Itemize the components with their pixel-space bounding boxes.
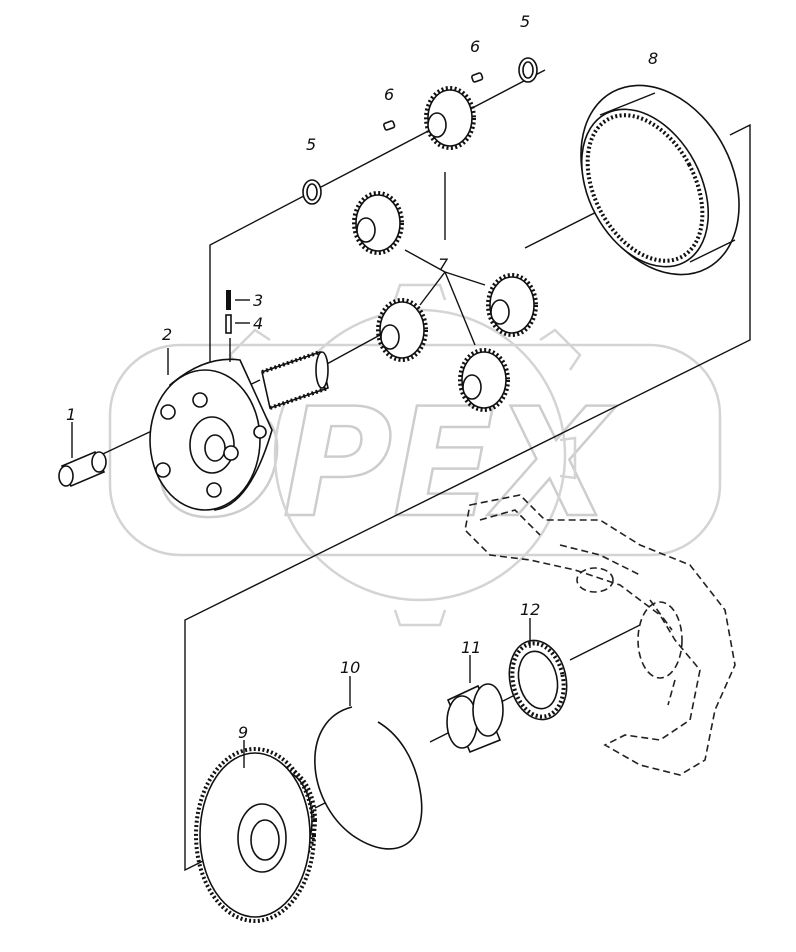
callout-9: 9 — [238, 723, 248, 742]
planet-carrier — [149, 338, 329, 511]
callout-5-right: 5 — [520, 12, 530, 31]
callout-5-left: 5 — [306, 135, 316, 154]
callouts: 1 2 3 4 5 5 6 6 7 8 9 10 11 12 — [66, 12, 658, 742]
dowels — [383, 72, 484, 131]
callout-1: 1 — [66, 405, 76, 424]
callout-3: 3 — [253, 291, 263, 310]
callout-6-left: 6 — [384, 85, 394, 104]
callout-2: 2 — [162, 325, 172, 344]
callout-10: 10 — [340, 658, 360, 677]
callout-4: 4 — [253, 314, 263, 333]
callout-11: 11 — [461, 638, 481, 657]
callout-7: 7 — [438, 255, 449, 274]
snap-rings — [302, 57, 538, 205]
callout-8: 8 — [648, 49, 658, 68]
planet-gear — [458, 348, 510, 412]
planet-gear — [376, 298, 428, 362]
thrust-washer — [508, 618, 568, 721]
planet-gear — [352, 191, 404, 255]
planet-gear — [424, 86, 476, 150]
planet-gears — [352, 86, 538, 412]
sun-gear-flange — [194, 740, 317, 923]
retaining-ring — [314, 676, 423, 850]
pin — [58, 422, 107, 488]
callout-12: 12 — [520, 600, 540, 619]
callout-6-right: 6 — [470, 37, 480, 56]
bushing — [446, 655, 504, 754]
housing-outline — [464, 494, 736, 776]
planet-gear — [486, 273, 538, 337]
ring-gear — [580, 84, 740, 276]
pins — [225, 290, 250, 334]
